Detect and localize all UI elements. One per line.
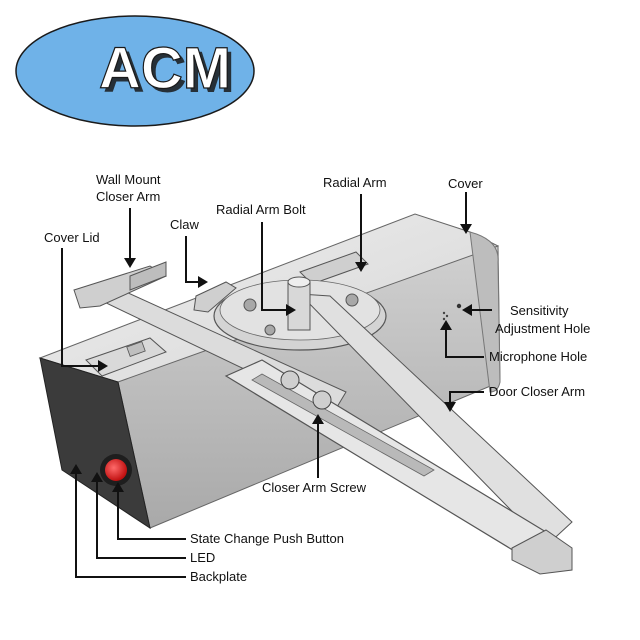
disc-hole-a [243,298,257,312]
disc-hole-c [264,324,276,336]
cover-lid-slot [126,341,146,357]
label-microphone-hole: Microphone Hole [489,349,587,364]
radial-arm-bolt-shaft [287,281,311,331]
closer-arm-screw-b [312,390,332,410]
claw-part [193,281,237,313]
backplate-face [39,357,151,530]
logo-text: ACM [99,36,231,101]
microphone-hole [442,311,449,321]
sensitivity-adjustment-hole [456,303,462,309]
wall-mount-bracket-side [129,261,167,291]
door-closer-arm [298,293,573,547]
radial-arm-bolt-head [287,276,311,288]
door-arm-end-block [511,529,573,575]
label-radial-arm-bolt: Radial Arm Bolt [216,202,306,217]
label-sensitivity-line1: Sensitivity [510,303,569,318]
state-change-push-button [105,459,127,481]
label-state-change-push-button: State Change Push Button [190,531,344,546]
label-cover: Cover [448,176,483,191]
label-claw: Claw [170,217,200,232]
label-backplate: Backplate [190,569,247,584]
label-closer-arm-screw: Closer Arm Screw [262,480,367,495]
label-sensitivity-line2: Adjustment Hole [495,321,590,336]
closer-arm-screw-a [280,370,300,390]
leader-lines [61,192,492,578]
labels: Wall Mount Closer Arm Radial Arm Cover C… [44,172,590,584]
arm-assembly [73,261,573,575]
disc-hole-b [345,293,359,307]
label-door-closer-arm: Door Closer Arm [489,384,585,399]
logo-shadow-text: ACM [103,40,235,105]
label-wall-mount-line2: Closer Arm [96,189,160,204]
label-radial-arm: Radial Arm [323,175,387,190]
logo-oval [15,15,255,127]
acm-logo: ACM ACM [15,15,255,127]
label-wall-mount-line1: Wall Mount [96,172,161,187]
closer-arm-slot [251,373,435,477]
label-cover-lid: Cover Lid [44,230,100,245]
label-led: LED [190,550,215,565]
cover-right-end [469,231,501,393]
